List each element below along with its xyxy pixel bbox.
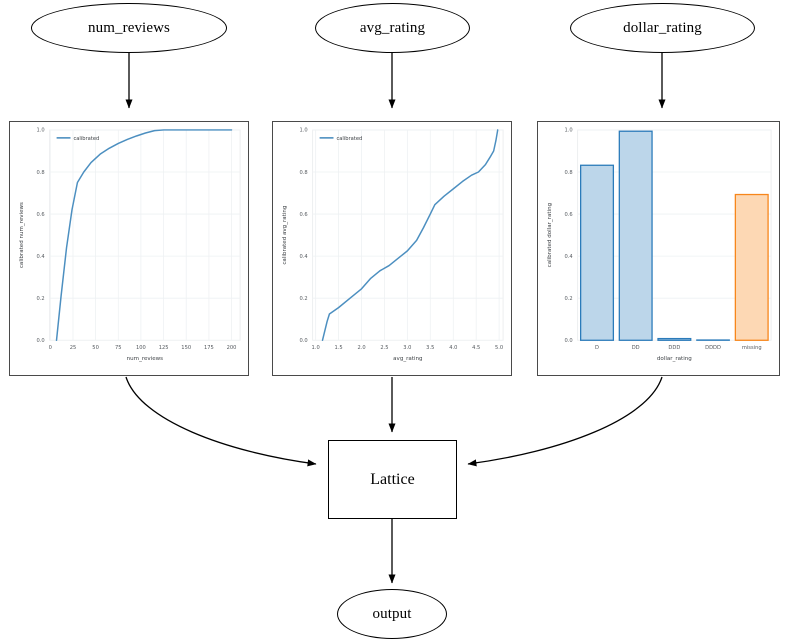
y-tick-label: 1.0 bbox=[300, 128, 308, 134]
node-lattice[interactable]: Lattice bbox=[328, 440, 457, 519]
x-tick-label: 5.0 bbox=[495, 345, 503, 351]
x-tick-label: 4.0 bbox=[449, 345, 457, 351]
y-tick-label: 0.0 bbox=[300, 338, 308, 344]
y-tick-label: 1.0 bbox=[565, 128, 573, 134]
x-tick-label: 1.5 bbox=[334, 345, 342, 351]
y-tick-label: 0.0 bbox=[37, 338, 45, 344]
x-tick-label: 1.0 bbox=[312, 345, 320, 351]
bar-DD[interactable] bbox=[618, 130, 653, 341]
chart-panel-avg-rating: 0.0 0.2 0.4 0.6 0.8 1.0 1.0 1.5 2.0 2.5 … bbox=[272, 121, 512, 376]
series-calibrated bbox=[321, 129, 499, 342]
x-tick-label: missing bbox=[742, 345, 762, 351]
bar-D[interactable] bbox=[580, 164, 615, 341]
node-dollar-rating-label: dollar_rating bbox=[623, 19, 702, 36]
y-tick-label: 0.6 bbox=[37, 212, 45, 218]
x-tick-label: 100 bbox=[136, 345, 146, 351]
legend-label: calibrated bbox=[73, 136, 99, 142]
bars-group bbox=[580, 130, 769, 341]
x-axis-label: avg_rating bbox=[393, 356, 423, 362]
y-tick-label: 0.6 bbox=[300, 212, 308, 218]
y-tick-label: 0.8 bbox=[300, 170, 308, 176]
y-tick-label: 0.4 bbox=[37, 254, 45, 260]
y-tick-label: 0.2 bbox=[300, 296, 308, 302]
x-tick-label: 75 bbox=[115, 345, 122, 351]
node-lattice-label: Lattice bbox=[370, 470, 415, 488]
y-tick-label: 0.8 bbox=[37, 170, 45, 176]
y-tick-label: 0.6 bbox=[565, 212, 573, 218]
chart-num-reviews: 0.0 0.2 0.4 0.6 0.8 1.0 0 25 50 75 100 1… bbox=[10, 122, 248, 375]
chart-avg-rating: 0.0 0.2 0.4 0.6 0.8 1.0 1.0 1.5 2.0 2.5 … bbox=[273, 122, 511, 375]
y-axis-label: calibrated avg_rating bbox=[282, 205, 288, 265]
chart-dollar-rating: 0.0 0.2 0.4 0.6 0.8 1.0 D DD DDD DDDD bbox=[538, 122, 779, 375]
chart-panel-num-reviews: 0.0 0.2 0.4 0.6 0.8 1.0 0 25 50 75 100 1… bbox=[9, 121, 249, 376]
y-axis-label: calibrated dollar_rating bbox=[547, 202, 553, 267]
bar-DDD[interactable] bbox=[657, 337, 692, 341]
x-tick-label: 150 bbox=[181, 345, 191, 351]
x-tick-label: DD bbox=[632, 345, 640, 351]
x-tick-label: 2.0 bbox=[357, 345, 365, 351]
bar-missing[interactable] bbox=[734, 193, 769, 341]
y-tick-label: 0.2 bbox=[37, 296, 45, 302]
x-tick-label: DDD bbox=[668, 345, 680, 351]
y-tick-label: 0.8 bbox=[565, 170, 573, 176]
edge-chart3-to-lattice bbox=[467, 376, 663, 467]
x-tick-label: DDDD bbox=[705, 345, 721, 351]
x-tick-label: D bbox=[595, 345, 599, 351]
node-avg-rating-label: avg_rating bbox=[359, 19, 426, 36]
x-axis-label: dollar_rating bbox=[657, 356, 692, 362]
x-tick-label: 2.5 bbox=[380, 345, 388, 351]
node-output[interactable]: output bbox=[337, 589, 447, 639]
y-tick-label: 0.2 bbox=[565, 296, 573, 302]
x-tick-label: 200 bbox=[227, 345, 237, 351]
node-avg-rating[interactable]: avg_rating bbox=[315, 3, 470, 53]
legend-label: calibrated bbox=[336, 136, 362, 142]
x-tick-label: 4.5 bbox=[472, 345, 480, 351]
node-num-reviews-label: num_reviews bbox=[88, 19, 170, 36]
node-num-reviews[interactable]: num_reviews bbox=[31, 3, 227, 53]
node-dollar-rating[interactable]: dollar_rating bbox=[570, 3, 755, 53]
y-tick-label: 0.4 bbox=[565, 254, 573, 260]
y-tick-label: 1.0 bbox=[37, 128, 45, 134]
x-tick-label: 25 bbox=[70, 345, 77, 351]
x-tick-label: 0 bbox=[49, 345, 52, 351]
x-tick-label: 50 bbox=[92, 345, 99, 351]
x-axis-label: num_reviews bbox=[127, 356, 164, 362]
y-axis-label: calibrated num_reviews bbox=[19, 202, 25, 268]
x-tick-label: 175 bbox=[204, 345, 214, 351]
node-output-label: output bbox=[372, 605, 412, 622]
x-tick-label: 3.5 bbox=[426, 345, 434, 351]
x-tick-label: 125 bbox=[159, 345, 169, 351]
y-tick-label: 0.4 bbox=[300, 254, 308, 260]
y-tick-label: 0.0 bbox=[565, 338, 573, 344]
chart-panel-dollar-rating: 0.0 0.2 0.4 0.6 0.8 1.0 D DD DDD DDDD bbox=[537, 121, 780, 376]
edge-chart1-to-lattice bbox=[125, 376, 317, 467]
x-tick-label: 3.0 bbox=[403, 345, 411, 351]
series-calibrated bbox=[55, 129, 233, 342]
